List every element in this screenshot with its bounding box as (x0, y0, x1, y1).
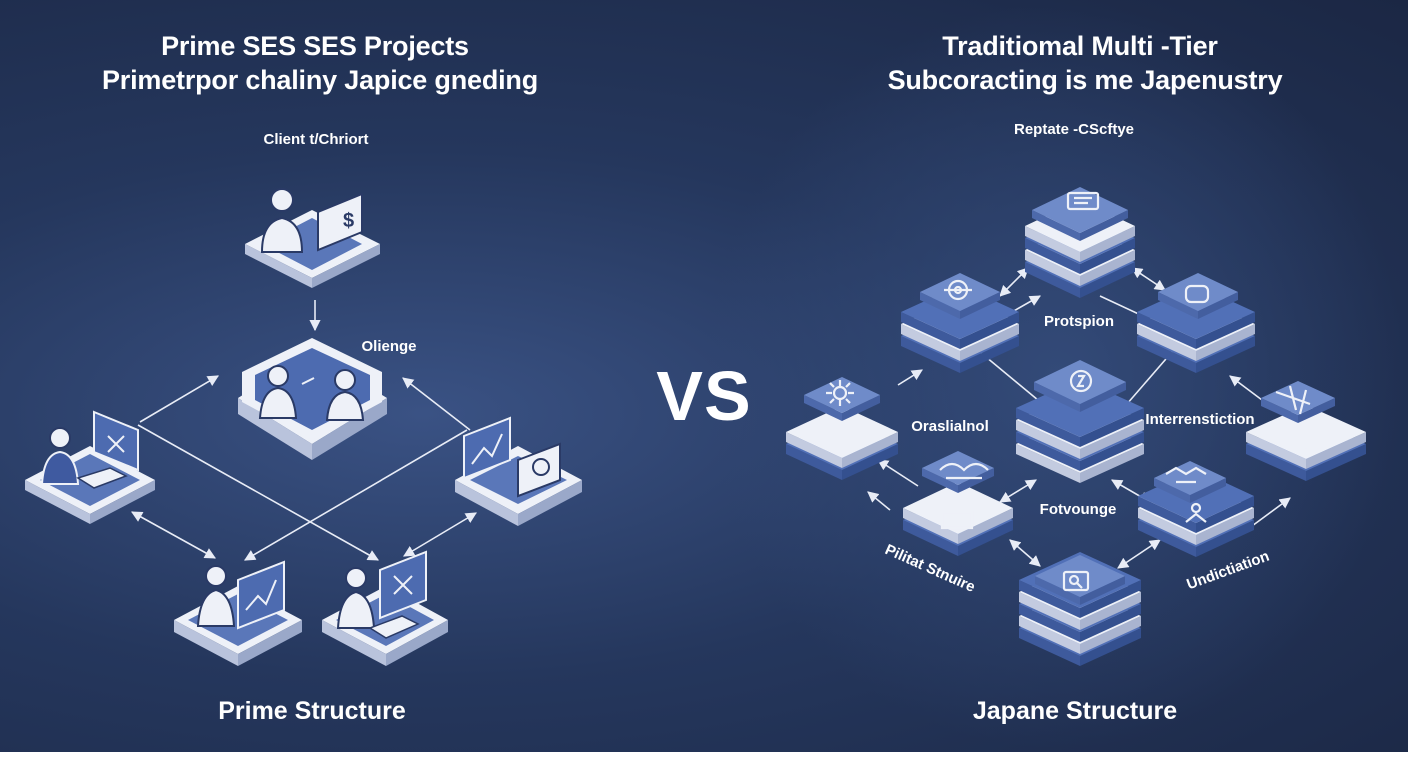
left-footer: Prime Structure (218, 697, 406, 725)
right-node (455, 416, 582, 526)
label-top: Reptate -CScftye (1013, 121, 1135, 138)
label-interrenstion: Interrenstiction (1145, 411, 1255, 428)
line-diagonal-b (244, 429, 468, 561)
bottom-left-node (174, 560, 302, 666)
label-fotvounge: Fotvounge (1039, 501, 1117, 518)
line-diagonal-a (137, 424, 379, 561)
tower-lower-left-layer-1 (903, 482, 1013, 544)
tower-bottom-cap (1035, 555, 1125, 605)
monitor-chart-icon (463, 416, 561, 498)
label-protspion: Protspion (1044, 313, 1114, 330)
handshake-icon (939, 462, 989, 480)
two-people-meeting-icon (258, 365, 365, 421)
diagram-art: $ (25, 187, 1366, 666)
rounded-square-icon (1184, 284, 1210, 304)
tower-mid-right-cap (1158, 273, 1238, 319)
tower-far-left-cap (804, 377, 880, 421)
search-icon (1062, 570, 1090, 592)
label-center: Olienge (361, 338, 417, 355)
left-title-line-1: Prime SES SES Projects (161, 31, 469, 61)
target-icon (944, 279, 972, 301)
tower-icons (826, 191, 1329, 592)
right-towers (786, 187, 1366, 666)
person-at-computer-icon (336, 550, 427, 639)
line-right-to-center (402, 377, 471, 431)
tower-far-right-layer-1 (1246, 405, 1366, 469)
line-left-to-center (139, 375, 219, 423)
label-orasliainol: Oraslialnol (911, 418, 989, 435)
vs-label: VS (656, 357, 752, 435)
person-with-document-icon: $ (260, 188, 363, 253)
tower-lower-left-cap (922, 451, 994, 493)
tower-center-cap (1034, 360, 1126, 412)
wifi-icon (1283, 429, 1329, 451)
person-icon (1185, 502, 1207, 523)
tower-far-right-cap (1261, 381, 1335, 423)
diagram-canvas: $ (0, 0, 1408, 752)
center-node (238, 338, 387, 460)
left-connectors (131, 300, 477, 561)
tower-far-left-layer-1 (786, 406, 898, 468)
sparkle-icon (826, 380, 854, 406)
client-node: $ (245, 188, 380, 288)
person-with-chart-icon (196, 560, 285, 630)
right-title-line-1: Traditiomal Multi -Tier (942, 31, 1218, 61)
left-node (25, 410, 155, 524)
svg-text:$: $ (343, 210, 354, 232)
person-at-computer-icon (40, 410, 139, 489)
left-title-line-2: Primetrpor chaliny Japice gneding (101, 65, 539, 95)
document-icon (1066, 191, 1100, 211)
line-left-to-bottom-left (131, 511, 216, 559)
label-client: Client t/Chriort (263, 131, 369, 148)
bottom-right-node (322, 550, 448, 666)
right-footer: Japane Structure (972, 697, 1178, 725)
people-connect-icon (1165, 466, 1207, 484)
refresh-dollar-icon (1069, 369, 1093, 393)
download-box-icon (940, 510, 974, 530)
right-title-line-2: Subcoracting is me Japenustry (887, 65, 1283, 95)
line-right-to-bottom-right (403, 512, 477, 557)
tools-icon (1275, 385, 1311, 415)
